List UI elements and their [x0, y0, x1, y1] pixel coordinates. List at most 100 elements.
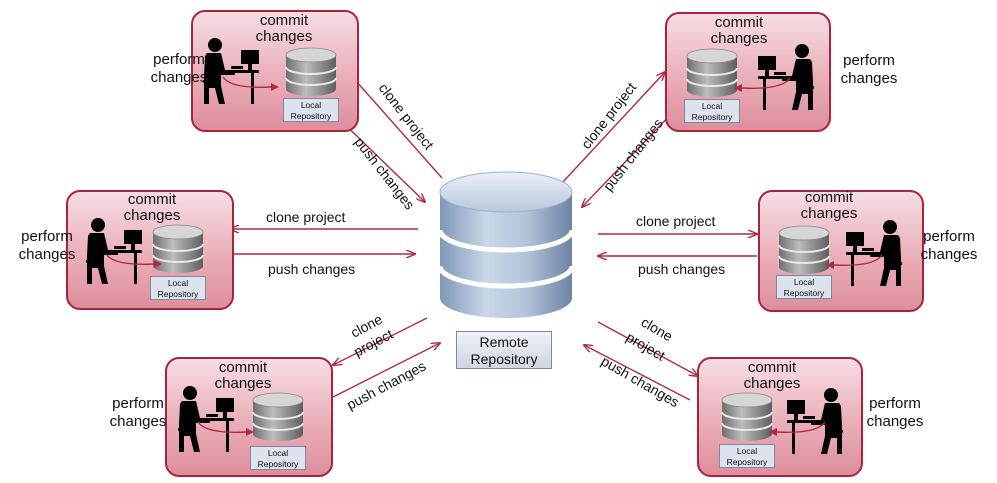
commit-changes-label: commit changes	[188, 360, 298, 392]
local-line1: Local	[793, 277, 815, 287]
person-at-computer-icon	[758, 44, 814, 110]
perform-line1: perform	[21, 228, 73, 245]
commit-changes-label: commit changes	[717, 360, 827, 392]
perform-line2: changes	[109, 413, 167, 430]
local-repository-label: Local Repository	[250, 446, 306, 470]
remote-repository-line1: Remote	[479, 334, 529, 350]
local-repository-label: Local Repository	[684, 99, 740, 123]
local-repository-database-icon	[778, 225, 830, 274]
perform-changes-label: perform changes	[906, 228, 992, 264]
developer-icon	[752, 42, 816, 117]
developer-icon	[840, 218, 904, 293]
commit-line1: commit	[804, 189, 854, 206]
perform-line1: perform	[869, 395, 921, 412]
perform-changes-label: perform changes	[95, 395, 181, 431]
local-line1: Local	[267, 448, 289, 458]
commit-line1: commit	[218, 359, 268, 376]
local-line1: Local	[167, 278, 189, 288]
commit-arrow-icon	[197, 421, 254, 436]
commit-line1: commit	[127, 191, 177, 208]
commit-line2: changes	[123, 207, 181, 224]
local-repository-database-icon	[285, 47, 337, 96]
commit-arrow-icon	[826, 254, 883, 269]
arrow-clone-top-left	[348, 72, 443, 179]
perform-line2: changes	[150, 69, 208, 86]
local-line2: Repository	[157, 289, 199, 299]
local-repository-database-icon	[252, 392, 304, 441]
remote-repository-line2: Repository	[470, 351, 538, 367]
person-at-computer-icon	[203, 38, 259, 104]
perform-line1: perform	[153, 51, 205, 68]
label-clone-mid-left: clone project	[266, 209, 345, 225]
local-repository-icon	[776, 225, 832, 280]
arrow-clone-top-right	[561, 72, 665, 184]
perform-line1: perform	[923, 228, 975, 245]
commit-arrow-icon	[734, 77, 791, 92]
commit-changes-label: commit changes	[97, 192, 207, 224]
perform-line2: changes	[866, 413, 924, 430]
local-line1: Local	[736, 446, 758, 456]
commit-line2: changes	[214, 375, 272, 392]
perform-changes-label: perform changes	[826, 52, 912, 88]
arrow-push-bottom-right	[584, 345, 691, 401]
perform-line1: perform	[843, 52, 895, 69]
perform-changes-label: perform changes	[852, 395, 938, 431]
arrow-clone-bottom-left	[333, 317, 428, 365]
developer-icon	[781, 386, 845, 461]
arrow-push-top-right	[582, 109, 676, 207]
label-push-top-left: push changes	[352, 134, 418, 213]
person-at-computer-icon	[178, 386, 234, 452]
local-repository-icon	[684, 48, 740, 103]
local-line2: Repository	[726, 457, 768, 467]
commit-line2: changes	[800, 205, 858, 222]
perform-changes-label: perform changes	[4, 228, 90, 264]
local-line2: Repository	[290, 111, 332, 121]
local-line1: Local	[701, 101, 723, 111]
arrow-push-bottom-left	[332, 343, 440, 398]
perform-line1: perform	[112, 395, 164, 412]
commit-line2: changes	[743, 375, 801, 392]
local-line2: Repository	[257, 459, 299, 469]
arrow-clone-bottom-right	[597, 321, 698, 376]
person-at-computer-icon	[787, 388, 843, 454]
commit-line1: commit	[259, 12, 309, 29]
remote-repository-label: Remote Repository	[456, 331, 552, 369]
local-repository-icon	[719, 392, 775, 447]
local-repository-label: Local Repository	[283, 98, 339, 122]
developer-icon	[176, 384, 240, 459]
label-push-mid-right: push changes	[638, 261, 725, 277]
perform-line2: changes	[18, 246, 76, 263]
perform-changes-label: perform changes	[136, 51, 222, 87]
remote-repository-database-icon	[437, 171, 575, 318]
commit-changes-label: commit changes	[229, 13, 339, 45]
local-repository-label: Local Repository	[776, 275, 832, 299]
local-repository-label: Local Repository	[719, 444, 775, 468]
local-repository-icon	[150, 224, 206, 279]
person-at-computer-icon	[846, 220, 902, 286]
commit-line1: commit	[714, 14, 764, 31]
local-repository-database-icon	[721, 392, 773, 441]
commit-arrow-icon	[105, 253, 162, 268]
local-line2: Repository	[783, 288, 825, 298]
local-repository-icon	[250, 392, 306, 447]
commit-line2: changes	[255, 28, 313, 45]
local-repository-icon	[283, 47, 339, 102]
label-clone-top-right: clone project	[578, 79, 640, 151]
local-line1: Local	[300, 100, 322, 110]
commit-line1: commit	[747, 359, 797, 376]
label-push-mid-left: push changes	[268, 261, 355, 277]
commit-line2: changes	[710, 30, 768, 47]
label-clone-mid-right: clone project	[636, 213, 715, 229]
local-repository-label: Local Repository	[150, 276, 206, 300]
commit-changes-label: commit changes	[774, 190, 884, 222]
person-at-computer-icon	[86, 218, 142, 284]
commit-arrow-icon	[222, 76, 279, 91]
local-line2: Repository	[691, 112, 733, 122]
local-repository-database-icon	[152, 224, 204, 273]
developer-icon	[201, 36, 265, 111]
local-repository-database-icon	[686, 48, 738, 97]
commit-arrow-icon	[769, 421, 826, 436]
perform-line2: changes	[840, 70, 898, 87]
developer-icon	[84, 216, 148, 291]
